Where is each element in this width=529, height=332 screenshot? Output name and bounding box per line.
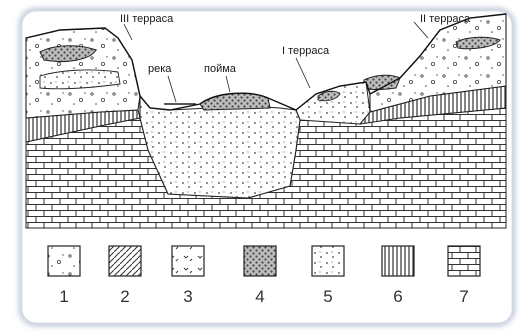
label-terrace-2: II терраса bbox=[420, 13, 471, 25]
legend-swatch-3 bbox=[172, 246, 204, 276]
label-floodplain: пойма bbox=[204, 63, 237, 75]
legend-number-7: 7 bbox=[459, 287, 468, 306]
terrace-3-sand-lens bbox=[40, 70, 120, 89]
legend-swatch-6 bbox=[382, 246, 414, 276]
legend-number-1: 1 bbox=[59, 287, 68, 306]
legend-number-5: 5 bbox=[323, 287, 332, 306]
legend-number-6: 6 bbox=[393, 287, 402, 306]
legend-swatch-5 bbox=[312, 246, 344, 276]
legend-swatch-2 bbox=[109, 246, 141, 276]
label-terrace-1: I терраса bbox=[282, 45, 330, 57]
legend-swatch-1 bbox=[48, 246, 80, 276]
legend-number-3: 3 bbox=[183, 287, 192, 306]
legend-number-2: 2 bbox=[120, 287, 129, 306]
valley-alluvium bbox=[140, 96, 300, 198]
legend-swatch-4 bbox=[244, 246, 276, 276]
legend-number-4: 4 bbox=[255, 287, 264, 306]
label-terrace-3: III терраса bbox=[120, 13, 174, 25]
label-river: река bbox=[148, 63, 172, 75]
legend-swatch-7 bbox=[448, 246, 480, 276]
